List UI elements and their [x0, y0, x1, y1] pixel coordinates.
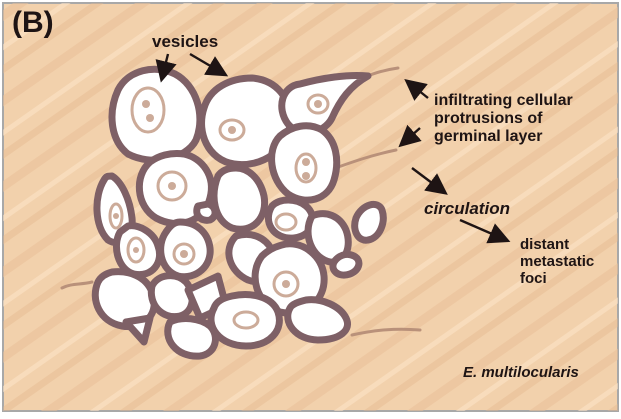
vesicle [151, 276, 192, 317]
detached-vesicle [355, 204, 383, 240]
vesicle [112, 69, 200, 160]
panel-letter: (B) [12, 6, 54, 40]
vesicle [168, 319, 216, 357]
protrusions-label: infiltrating cellular protrusions of ger… [434, 92, 573, 146]
metastatic-foci-label: distant metastatic foci [520, 237, 594, 287]
vesicle [197, 204, 215, 220]
vesicles-label: vesicles [152, 32, 218, 51]
vesicle [161, 222, 211, 277]
species-label: E. multilocularis [463, 365, 579, 382]
vesicle [211, 295, 279, 346]
metastatic-foci-label-line: foci [520, 271, 594, 288]
vesicle [214, 168, 265, 229]
protrusions-label-line: infiltrating cellular [434, 92, 573, 110]
metastatic-foci-label-line: distant [520, 237, 594, 254]
metastatic-foci-label-line: metastatic [520, 254, 594, 271]
circulation-label: circulation [424, 199, 510, 218]
protrusions-label-line: germinal layer [434, 128, 573, 146]
protrusions-label-line: protrusions of [434, 110, 573, 128]
detached-vesicle [333, 254, 359, 275]
vesicle [288, 300, 348, 340]
